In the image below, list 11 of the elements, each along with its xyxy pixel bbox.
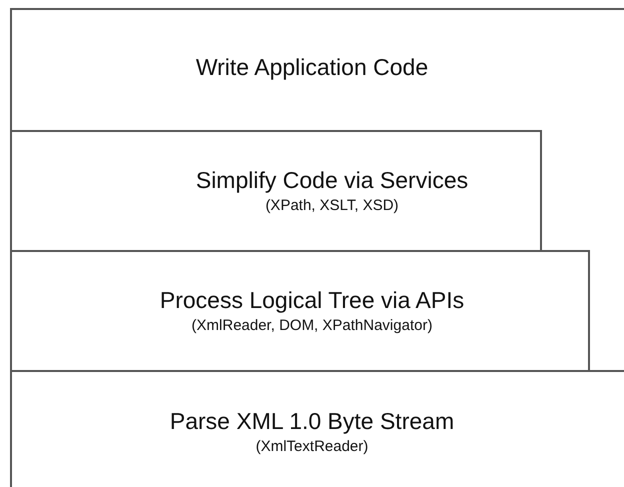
layer-title: Parse XML 1.0 Byte Stream	[170, 407, 454, 436]
layer-box	[10, 250, 590, 372]
layer-box	[10, 130, 542, 252]
layer-title: Write Application Code	[196, 53, 428, 82]
layer-title: Simplify Code via Services	[196, 166, 468, 195]
layer-box	[10, 8, 624, 132]
layer-subtitle: (XmlTextReader)	[256, 437, 368, 457]
layer-subtitle: (XPath, XSLT, XSD)	[265, 196, 399, 216]
layer-title: Process Logical Tree via APIs	[160, 286, 464, 315]
layer-box	[10, 370, 624, 487]
layer-subtitle: (XmlReader, DOM, XPathNavigator)	[192, 316, 432, 336]
